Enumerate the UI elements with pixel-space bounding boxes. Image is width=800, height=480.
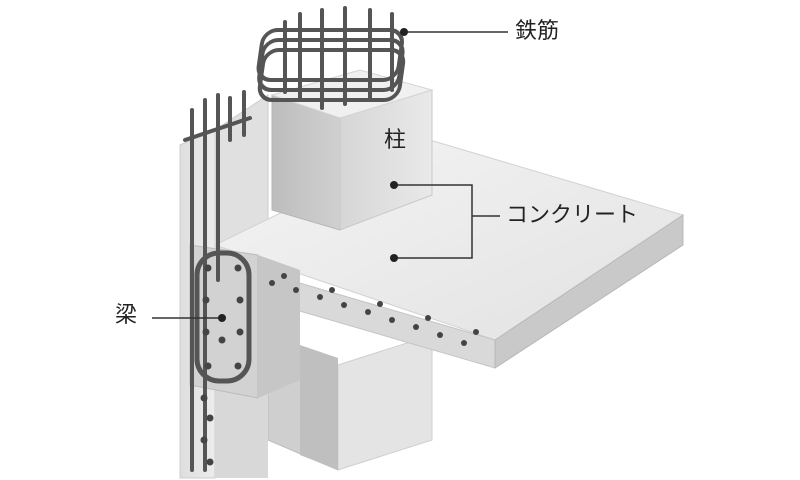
leader-concrete (394, 184, 473, 259)
label-beam: 梁 (115, 303, 138, 328)
column-rebar-cage (256, 6, 406, 110)
wall-rebar (183, 90, 252, 472)
slab-rebar-dots (269, 273, 479, 346)
leader-dots (218, 28, 408, 322)
label-column: 柱 (384, 128, 407, 153)
label-rebar: 鉄筋 (515, 19, 560, 44)
leader-lines (152, 31, 508, 319)
label-concrete: コンクリート (506, 203, 639, 228)
slab-right-edge (494, 214, 684, 369)
beam-rebar-dots (200, 264, 244, 466)
beam-stirrup (194, 250, 252, 384)
